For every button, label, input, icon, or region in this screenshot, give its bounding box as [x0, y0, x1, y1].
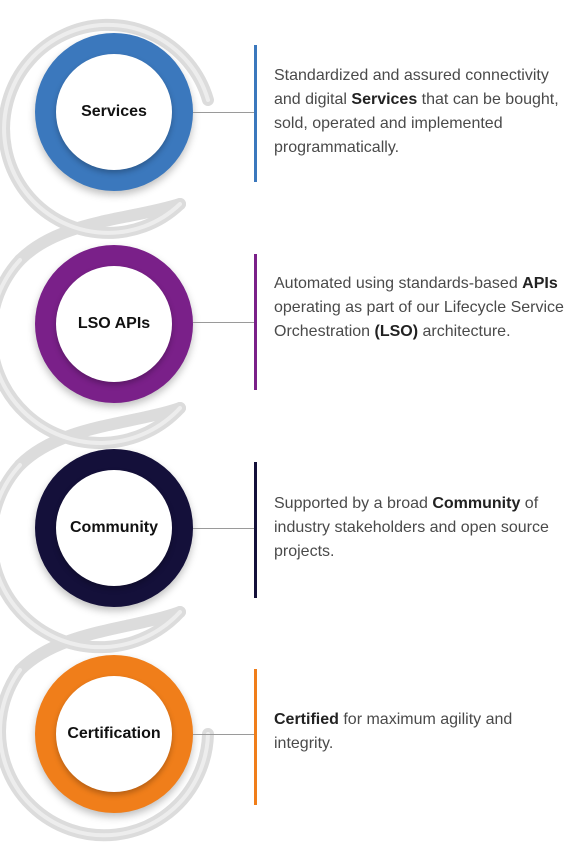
- certification-desc-text-end: for maximum agility and integrity.: [274, 711, 513, 752]
- lso-apis-desc-text: Automated using standards-based: [274, 275, 523, 292]
- community-description: Supported by a broad Community of indust…: [274, 492, 564, 564]
- pillar-lso-apis: LSO APIs Automated using standards-based…: [0, 208, 565, 416]
- services-description: Standardized and assured connectivity an…: [274, 64, 564, 160]
- certification-description: Certified for maximum agility and integr…: [274, 708, 564, 756]
- lso-apis-desc-text-end: architecture.: [418, 323, 511, 340]
- services-connector: [193, 112, 255, 113]
- community-connector: [193, 528, 255, 529]
- community-label: Community: [70, 519, 158, 536]
- lso-apis-label: LSO APIs: [77, 315, 151, 332]
- services-desc-text-end: that can be bought, sold, operated and i…: [274, 91, 559, 156]
- certification-accent-bar: [254, 669, 257, 805]
- lso-apis-desc-bold-2: (LSO): [374, 323, 419, 340]
- community-accent-bar: [254, 462, 257, 598]
- track-bend-3: [14, 606, 186, 676]
- lso-apis-description: Automated using standards-based APIs ope…: [274, 272, 564, 344]
- services-disc-center: Services: [56, 54, 172, 170]
- lso-apis-accent-bar: [254, 254, 257, 390]
- services-desc-text: Standardized and assured connectivity an…: [274, 67, 549, 108]
- services-label: Services: [81, 103, 147, 120]
- pillar-community: Community Supported by a broad Community…: [0, 416, 565, 624]
- services-accent-bar: [254, 45, 257, 182]
- lso-apis-ring: LSO APIs: [35, 245, 193, 403]
- community-desc-text-end: of industry stakeholders and open source…: [274, 495, 549, 560]
- community-desc-bold: Community: [432, 495, 521, 512]
- certification-ring: Certification: [35, 655, 193, 813]
- pillar-certification: Certification Certified for maximum agil…: [0, 624, 565, 832]
- certification-disc-center: Certification: [56, 676, 172, 792]
- certification-desc-bold: Certified: [274, 711, 339, 728]
- lso-apis-disc-center: LSO APIs: [56, 266, 172, 382]
- track-bend-1: [14, 198, 186, 266]
- lso-apis-desc-text-mid: operating as part of our Lifecycle Servi…: [274, 299, 564, 340]
- services-desc-bold: Services: [351, 91, 418, 108]
- certification-label: Certification: [67, 725, 161, 742]
- track-bend-2: [14, 402, 186, 471]
- pillar-services: Services Standardized and assured connec…: [0, 0, 565, 208]
- community-disc-center: Community: [56, 470, 172, 586]
- services-ring: Services: [35, 33, 193, 191]
- lso-apis-connector: [193, 322, 255, 323]
- lso-apis-desc-bold: APIs: [522, 275, 558, 292]
- community-desc-text: Supported by a broad: [274, 495, 433, 512]
- certification-connector: [193, 734, 255, 735]
- community-ring: Community: [35, 449, 193, 607]
